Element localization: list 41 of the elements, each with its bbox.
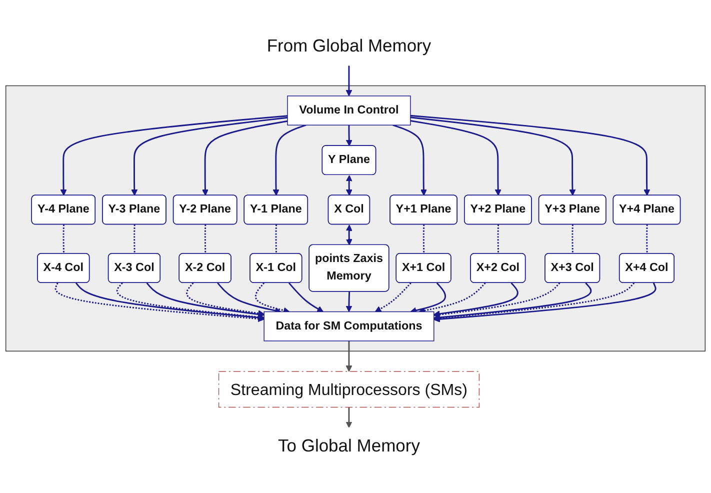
arrow [346, 340, 352, 372]
connector [204, 224, 206, 254]
arrow [418, 282, 486, 314]
arrow [346, 125, 352, 146]
arrow [434, 282, 592, 321]
arrow [288, 282, 324, 312]
connector [646, 224, 648, 254]
arrow [346, 407, 352, 428]
arrow [434, 282, 560, 318]
arrow [254, 282, 290, 314]
connector [275, 224, 277, 254]
arrow [410, 282, 446, 314]
arrow [410, 114, 650, 196]
arrow [346, 65, 352, 96]
node-box [287, 96, 411, 126]
arrow [434, 282, 518, 317]
connector [497, 224, 500, 254]
arrow [116, 282, 264, 320]
cluster [5, 85, 706, 352]
connector [572, 224, 574, 254]
arrow [410, 120, 502, 196]
arrow [60, 115, 288, 196]
arrow [374, 282, 412, 312]
connector [134, 224, 136, 254]
connector [422, 224, 425, 254]
arrow [131, 116, 288, 196]
arrow [186, 282, 264, 316]
node-text: To Global Memory [278, 436, 420, 456]
node-box [218, 371, 480, 408]
arrow [346, 175, 352, 196]
node-box [264, 311, 434, 342]
arrow [202, 120, 288, 196]
arrow [146, 282, 264, 318]
arrow [392, 124, 427, 196]
arrow [346, 224, 352, 246]
arrow [217, 282, 282, 314]
connector [62, 224, 64, 254]
arrow [346, 292, 352, 312]
arrow [410, 116, 576, 196]
arrow [272, 124, 306, 196]
node-text: From Global Memory [266, 36, 432, 56]
